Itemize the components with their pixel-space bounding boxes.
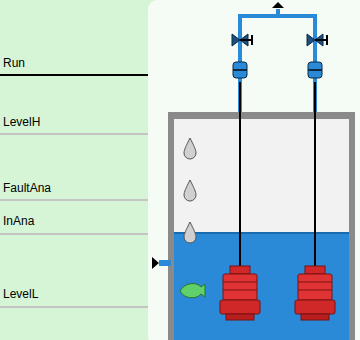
signal-label: InAna (3, 214, 34, 228)
water-surface (174, 232, 349, 234)
shaft (314, 82, 316, 268)
tank-interior (174, 119, 349, 340)
row-separator (0, 306, 148, 308)
level-drop (184, 138, 196, 159)
level-drop (184, 180, 196, 201)
row-separator (0, 133, 148, 135)
level-sensors (184, 138, 196, 243)
row-separator (0, 74, 148, 76)
row-separator (0, 233, 148, 235)
gate-valve (307, 34, 327, 46)
tank-wall (168, 112, 355, 340)
gate-valve (232, 34, 252, 46)
view-panel (148, 0, 360, 340)
inlet-pipe (159, 260, 171, 266)
level-drop (184, 222, 196, 243)
signal-label: FaultAna (3, 181, 51, 195)
submersible-pump (220, 266, 260, 320)
check-valve (308, 62, 322, 78)
discharge-pipes (240, 9, 315, 112)
pump-shafts (240, 82, 315, 268)
signal-label: LevelL (3, 287, 38, 301)
water (174, 232, 349, 340)
check-valve (233, 62, 247, 78)
signal-label: Run (3, 56, 25, 70)
pumps (220, 266, 335, 320)
pipe (240, 16, 315, 112)
signal-label: LevelH (3, 115, 40, 129)
pipe (276, 9, 280, 16)
submersible-pump (295, 266, 335, 320)
row-separator (0, 199, 148, 201)
float-switch (180, 284, 205, 298)
shaft (239, 82, 241, 268)
inlet-arrow (152, 257, 159, 269)
outlet-arrow (272, 2, 284, 8)
valves (232, 34, 327, 78)
